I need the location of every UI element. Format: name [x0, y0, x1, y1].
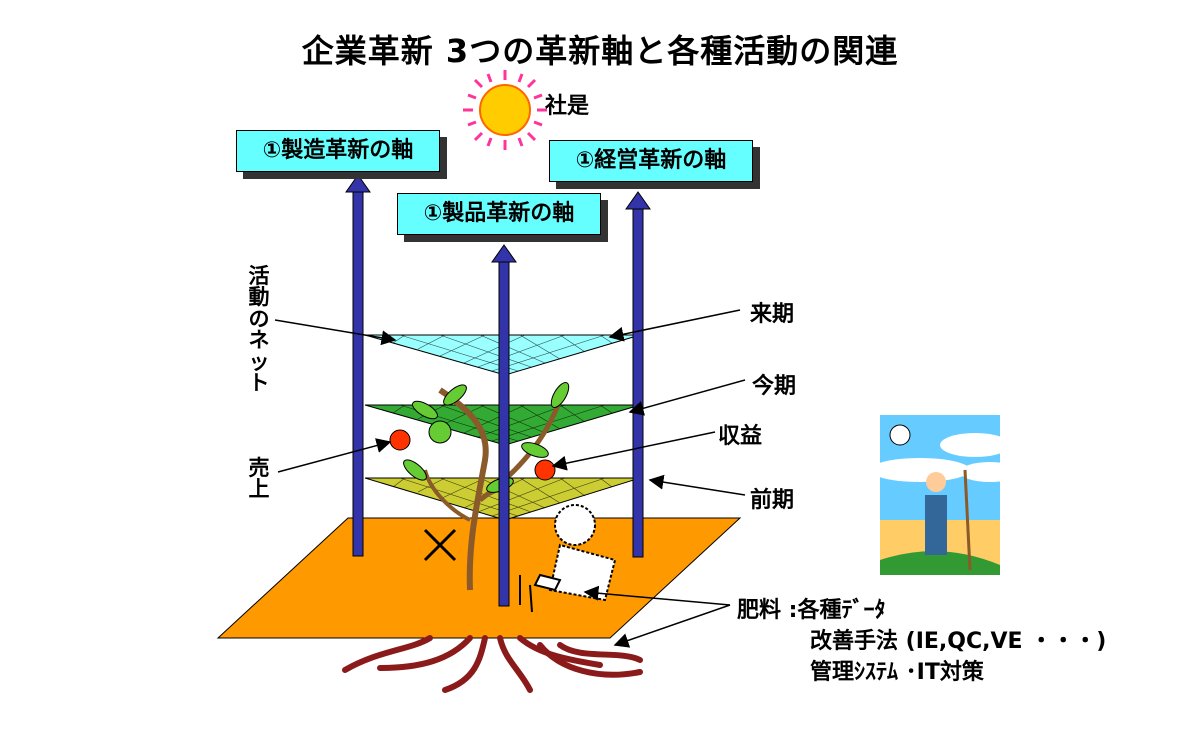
period-previous-label: 前期 [750, 488, 795, 513]
period-next-label: 来期 [750, 302, 795, 327]
net-label-char: ト [248, 371, 270, 396]
net-label-char: 動 [248, 285, 270, 310]
pointer-lines [274, 309, 746, 648]
profit-label: 収益 [718, 424, 763, 449]
net-label-char: 活 [248, 264, 270, 288]
sales-label-char: 上 [248, 477, 270, 502]
motto-label: 社是 [545, 94, 590, 119]
fruit-profit [534, 459, 556, 481]
period-current-label: 今期 [752, 374, 797, 399]
sun-icon [463, 70, 547, 150]
net-label-char: ネ [248, 328, 270, 353]
fertilizer-line-1: 肥料 :各種ﾃﾞｰﾀ [737, 598, 886, 623]
net-label-char: の [248, 306, 270, 331]
fertilizer-line-3: 管理ｼｽﾃﾑ ･IT対策 [810, 660, 984, 685]
fertilizer-line-2: 改善手法 (IE,QC,VE ・・・) [810, 629, 1107, 654]
ground-plane [216, 517, 742, 639]
page-title: 企業革新 3つの革新軸と各種活動の関連 [301, 32, 899, 70]
net-label-char: ッ [248, 349, 270, 374]
axis-label-manufacturing: ①製造革新の軸 [236, 130, 440, 172]
net-label: 活動のネット [246, 264, 272, 396]
sales-label-char: 売 [248, 456, 270, 480]
plant-illustration [389, 382, 570, 591]
axis-arrows [345, 174, 651, 607]
axis-label-product: ①製品革新の軸 [397, 193, 601, 235]
axis-label-management: ①経営革新の軸 [549, 140, 753, 182]
roots-illustration [342, 635, 643, 693]
farm-scene-illustration [870, 415, 1020, 575]
fruit-sales [389, 429, 411, 451]
sales-label: 売上 [246, 456, 272, 502]
